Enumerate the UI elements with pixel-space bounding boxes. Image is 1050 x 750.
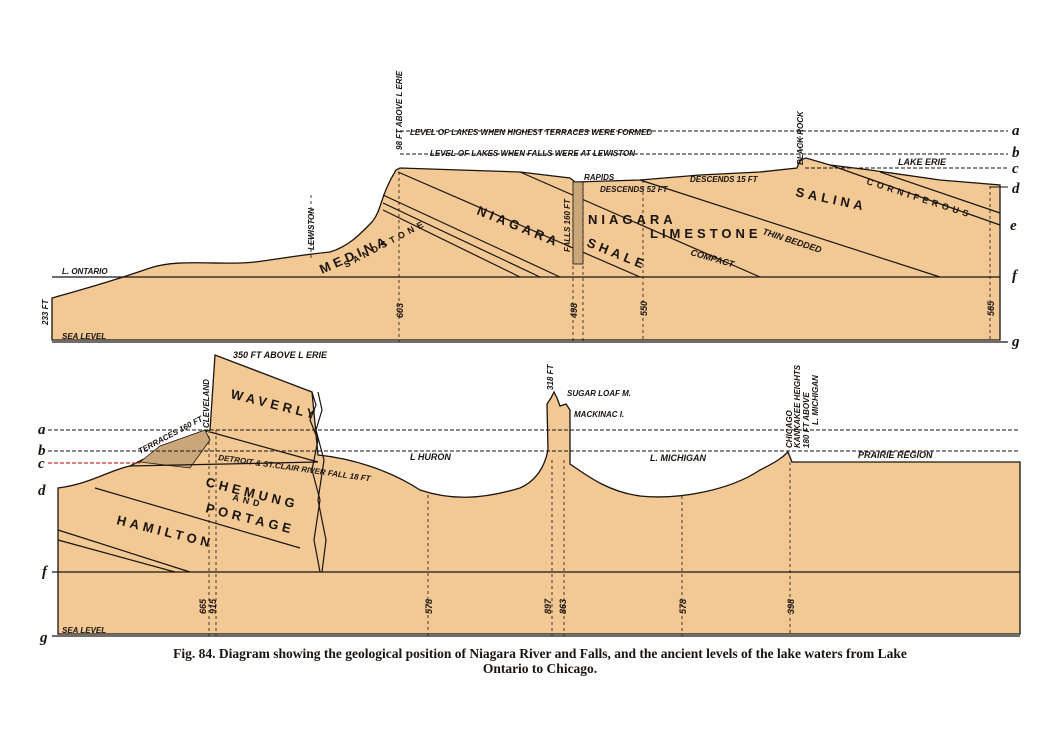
depth-top-2: 498 [569, 303, 579, 319]
letter-bottom-b: b [38, 443, 46, 459]
caption-line-2: Ontario to Chicago. [482, 661, 598, 676]
depth-bottom-2: 915 [208, 598, 218, 614]
label-descends-52: DESCENDS 52 FT [600, 185, 669, 194]
label-top-sea-level: SEA LEVEL [62, 332, 106, 341]
top-strata-lines [382, 164, 1001, 278]
label-cleveland: CLEVELAND [202, 379, 211, 428]
label-l-ontario: L. ONTARIO [62, 267, 108, 276]
depth-top-3: 550 [639, 301, 649, 316]
label-kankakee: KANKAKEE HEIGHTS [793, 364, 802, 448]
label-lewiston: LEWISTON [307, 208, 316, 250]
letter-top-g: g [1011, 334, 1020, 350]
label-98-ft-above-erie: 98 FT ABOVE L ERIE [395, 70, 404, 150]
letter-bottom-f: f [42, 564, 49, 580]
niagara-falls-column [572, 181, 584, 265]
letter-top-e: e [1010, 218, 1017, 234]
letter-top-f: f [1012, 268, 1019, 284]
depth-top-1: 603 [395, 303, 405, 318]
depth-bottom-7: 398 [786, 599, 796, 614]
label-descends-15: DESCENDS 15 FT [690, 175, 759, 184]
depth-bottom-3: 578 [424, 599, 434, 614]
label-l-michigan-vertical: L. MICHIGAN [811, 375, 820, 425]
caption-line-1: Fig. 84. Diagram showing the geological … [173, 646, 907, 661]
letter-bottom-a: a [38, 422, 46, 438]
label-falls: FALLS 160 FT [563, 198, 572, 252]
depth-left: 233 FT [41, 299, 50, 326]
label-180-ft-above: 180 FT ABOVE [802, 392, 811, 448]
label-350-ft-above-erie: 350 FT ABOVE L ERIE [233, 350, 328, 360]
depth-top-4: 565 [986, 300, 996, 316]
label-lake-erie: LAKE ERIE [898, 157, 947, 167]
stratum-niagara-limestone-2: LIMESTONE [650, 226, 762, 241]
letter-bottom-d: d [38, 483, 46, 499]
label-prairie-region: PRAIRIE REGION [858, 450, 933, 460]
stratum-niagara-limestone-1: NIAGARA [588, 212, 677, 227]
letter-top-c: c [1012, 161, 1019, 177]
label-mackinac: MACKINAC I. [574, 410, 624, 419]
letter-bottom-g: g [39, 630, 48, 646]
depth-bottom-5: 863 [558, 599, 568, 614]
figure-caption: Fig. 84. Diagram showing the geological … [40, 646, 1040, 676]
label-black-rock: BLACK ROCK [796, 110, 805, 165]
label-bottom-sea-level: SEA LEVEL [62, 626, 106, 635]
bottom-strata-lines [57, 391, 327, 573]
label-rapids: RAPIDS [584, 173, 615, 182]
top-section: LEVEL OF LAKES WHEN HIGHEST TERRACES WER… [41, 70, 1020, 350]
terraces-patch [139, 429, 211, 469]
label-sugar-loaf: SUGAR LOAF M. [567, 389, 631, 398]
depth-bottom-4: 897 [543, 598, 553, 614]
bottom-depth-markers [208, 430, 791, 636]
label-highest-terraces: LEVEL OF LAKES WHEN HIGHEST TERRACES WER… [410, 128, 652, 137]
label-l-huron: L HURON [410, 452, 451, 462]
top-ground-profile [51, 157, 1001, 341]
label-l-michigan: L. MICHIGAN [650, 453, 706, 463]
bottom-section: 350 FT ABOVE L ERIE L HURON L. MICHIGAN … [38, 350, 1021, 646]
letter-bottom-c: c [38, 456, 45, 472]
label-chicago: CHICAGO [785, 409, 794, 448]
letter-top-a: a [1012, 123, 1020, 139]
depth-bottom-6: 578 [678, 599, 688, 614]
depth-bottom-1: 665 [198, 598, 208, 614]
label-318-ft: 318 FT [546, 364, 555, 390]
letter-top-b: b [1012, 145, 1020, 161]
letter-top-d: d [1012, 181, 1020, 197]
label-falls-at-lewiston: LEVEL OF LAKES WHEN FALLS WERE AT LEWIST… [430, 149, 635, 158]
bottom-ground-profile [57, 354, 1021, 635]
